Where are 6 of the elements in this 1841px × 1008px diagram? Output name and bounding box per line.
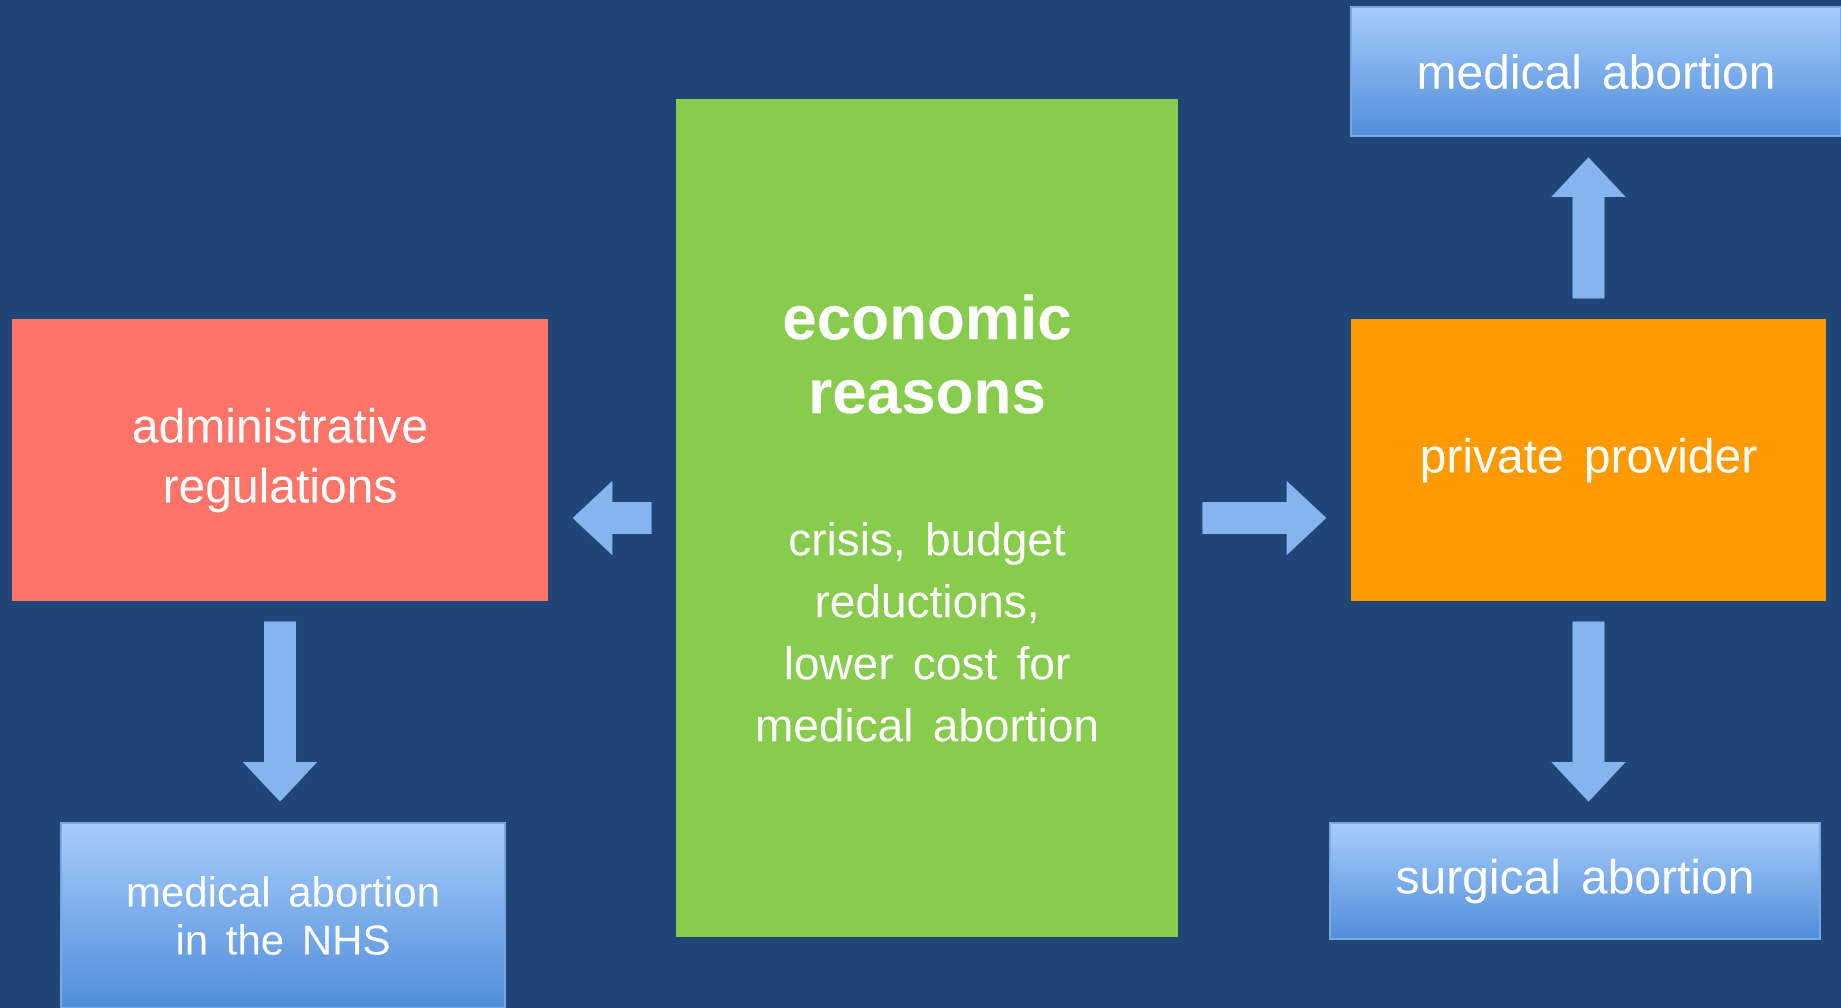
outcome-box: surgical abortion	[1329, 822, 1821, 940]
regulation-box: administrative regulations	[12, 319, 548, 601]
reason-box: economic reasons crisis, budget reductions, lower cost for medical abortion	[676, 99, 1178, 937]
outcome-box: medical abortion in the NHS	[60, 822, 506, 1008]
outcome-box: medical abortion	[1350, 6, 1841, 137]
provider-box: private provider	[1351, 319, 1826, 601]
